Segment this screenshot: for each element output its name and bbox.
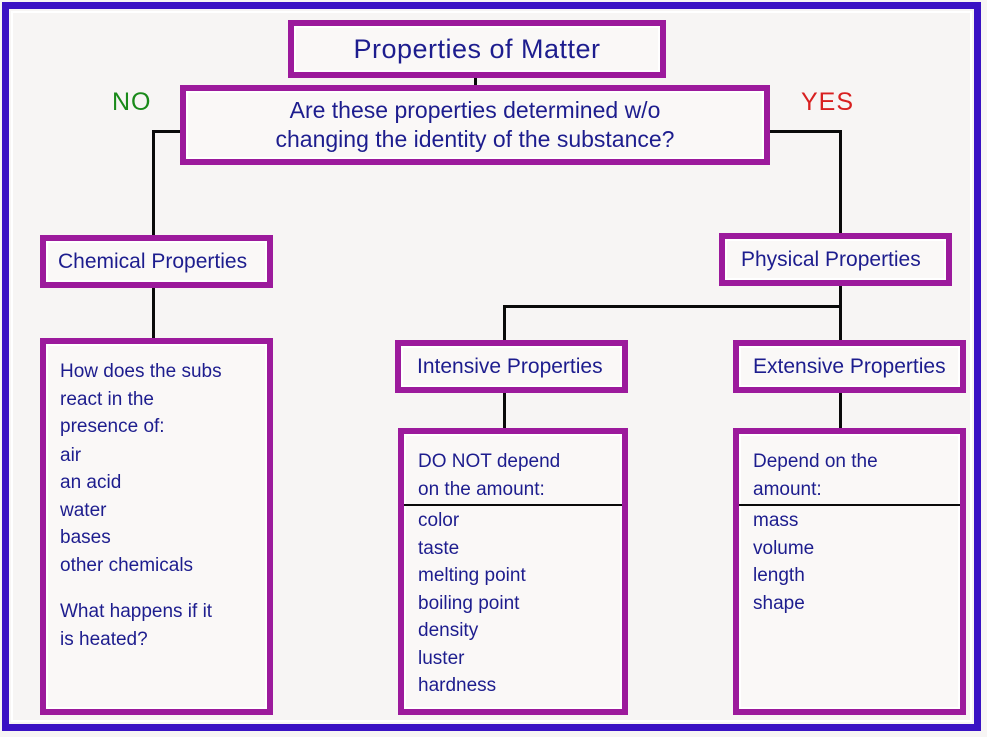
spacer <box>60 579 253 598</box>
connector-physical-down <box>839 284 842 308</box>
list-item: air <box>60 444 82 466</box>
node-chemical-properties[interactable]: Chemical Properties <box>40 235 273 288</box>
node-title-label: Properties of Matter <box>353 33 601 64</box>
extensive-heading-line-1: Depend on the <box>753 451 878 472</box>
connector-physical-split-bar <box>503 305 842 308</box>
node-extensive-properties[interactable]: Extensive Properties <box>733 340 966 393</box>
extensive-properties-label: Extensive Properties <box>753 354 946 378</box>
connector-extensive-to-detail <box>839 391 842 430</box>
intensive-properties-label: Intensive Properties <box>417 354 603 378</box>
divider-rule <box>404 504 622 507</box>
list-item: bases <box>60 527 111 549</box>
chemical-heading-line-2: react in the <box>60 388 154 410</box>
intensive-items-list: color taste melting point boiling point … <box>418 506 608 700</box>
connector-to-extensive <box>839 305 842 342</box>
chemical-heading-line-1: How does the subs <box>60 361 222 382</box>
list-item: volume <box>753 537 815 559</box>
connector-chemical-to-detail <box>152 286 155 340</box>
list-item: taste <box>418 537 460 559</box>
list-item: shape <box>753 592 805 614</box>
list-item: length <box>753 565 805 587</box>
node-properties-of-matter[interactable]: Properties of Matter <box>288 20 666 78</box>
decision-line-2: changing the identity of the substance? <box>275 126 675 152</box>
chemical-question-line-1: What happens if it <box>60 601 213 623</box>
connector-intensive-to-detail <box>503 391 506 430</box>
list-item: hardness <box>418 675 497 697</box>
connector-no-vertical <box>152 130 155 237</box>
connector-yes-horizontal <box>768 130 842 133</box>
intensive-details-text: DO NOT depend on the amount: color taste… <box>404 448 622 700</box>
extensive-items-list: mass volume length shape <box>753 506 946 617</box>
decision-text: Are these properties determined w/o chan… <box>276 96 675 155</box>
physical-properties-label: Physical Properties <box>741 247 921 271</box>
connector-yes-vertical <box>839 130 842 235</box>
node-physical-properties[interactable]: Physical Properties <box>719 233 952 286</box>
branch-label-yes: YES <box>801 88 855 116</box>
list-item: other chemicals <box>60 554 194 576</box>
node-decision-question[interactable]: Are these properties determined w/o chan… <box>180 85 770 165</box>
intensive-heading-line-2: on the amount: <box>418 478 545 500</box>
list-item: melting point <box>418 565 526 587</box>
extensive-heading-line-2: amount: <box>753 478 822 500</box>
node-intensive-properties[interactable]: Intensive Properties <box>395 340 628 393</box>
chemical-heading-line-3: presence of: <box>60 416 165 438</box>
branch-label-no: NO <box>112 88 152 116</box>
connector-no-horizontal <box>152 130 182 133</box>
list-item: density <box>418 620 479 642</box>
extensive-details-text: Depend on the amount: mass volume length… <box>739 448 960 617</box>
list-item: mass <box>753 510 799 532</box>
connector-title-to-decision <box>474 78 477 87</box>
intensive-heading-line-1: DO NOT depend <box>418 451 561 472</box>
list-item: an acid <box>60 472 122 494</box>
node-intensive-details[interactable]: DO NOT depend on the amount: color taste… <box>398 428 628 715</box>
list-item: water <box>60 499 107 521</box>
chemical-items-list: air an acid water bases other chemicals <box>60 441 253 580</box>
node-chemical-details[interactable]: How does the subs react in the presence … <box>40 338 273 715</box>
chemical-details-text: How does the subs react in the presence … <box>60 358 253 653</box>
node-extensive-details[interactable]: Depend on the amount: mass volume length… <box>733 428 966 715</box>
list-item: luster <box>418 647 465 669</box>
divider-rule <box>739 504 960 507</box>
list-item: color <box>418 510 460 532</box>
connector-to-intensive <box>503 305 506 342</box>
decision-line-1: Are these properties determined w/o <box>289 96 661 123</box>
list-item: boiling point <box>418 592 520 614</box>
chemical-question-line-2: is heated? <box>60 628 148 650</box>
chemical-properties-label: Chemical Properties <box>58 249 248 273</box>
